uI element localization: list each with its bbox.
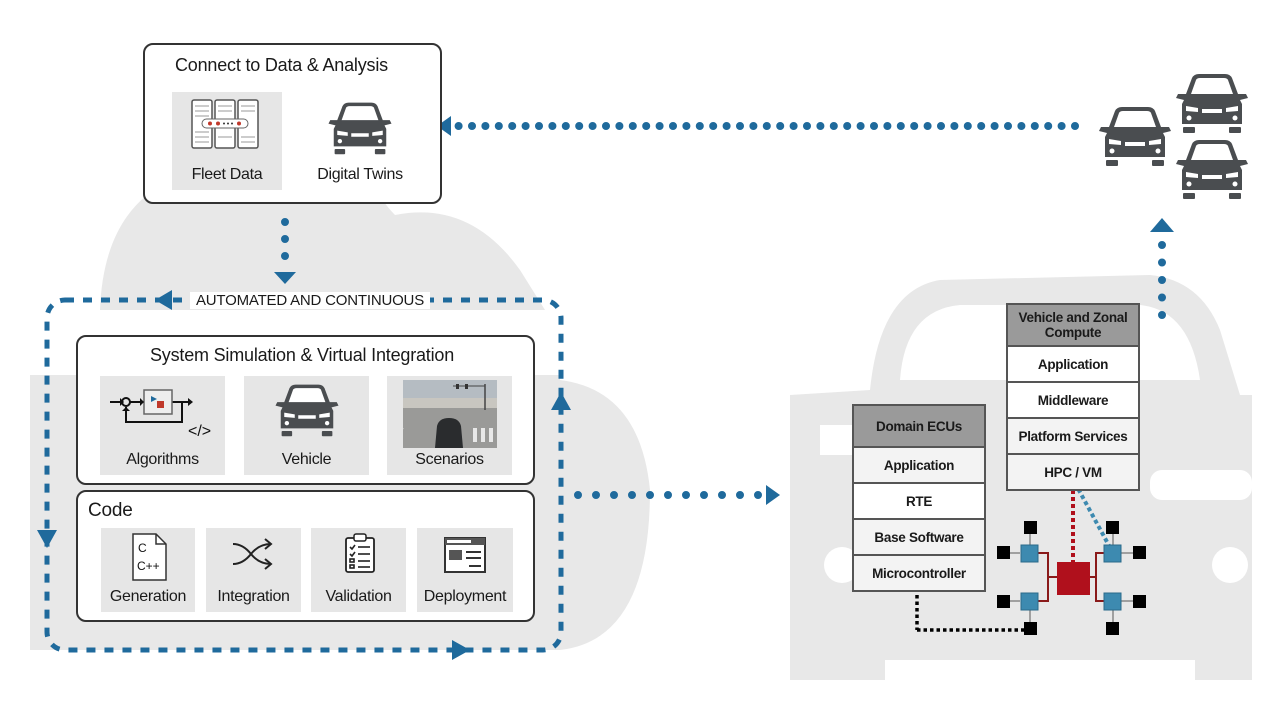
ecu-network xyxy=(915,482,1146,635)
validation-tile[interactable]: Validation xyxy=(311,528,406,612)
integration-label: Integration xyxy=(217,588,290,605)
code-panel: Code C C++ Generation Integration xyxy=(76,490,535,622)
zonal-layer-hpc-vm: HPC / VM xyxy=(1008,453,1138,489)
checklist-clipboard-icon xyxy=(345,533,375,573)
algorithms-tile[interactable]: </> Algorithms xyxy=(100,376,225,475)
digital-twins-label: Digital Twins xyxy=(317,166,403,183)
deployment-tile[interactable]: Deployment xyxy=(417,528,513,612)
vehicle-label: Vehicle xyxy=(281,451,332,468)
simulation-panel-title: System Simulation & Virtual Integration xyxy=(150,345,455,365)
fleet-car-icon-2 xyxy=(1176,74,1248,133)
automated-continuous-label: AUTOMATED AND CONTINUOUS xyxy=(190,292,430,309)
code-panel-title: Code xyxy=(88,500,133,521)
scenarios-tile[interactable]: Scenarios xyxy=(387,376,512,475)
scenarios-label: Scenarios xyxy=(415,451,484,468)
domain-layer-microcontroller: Microcontroller xyxy=(854,554,984,590)
generation-label: Generation xyxy=(109,588,187,605)
domain-layer-rte: RTE xyxy=(854,482,984,518)
central-ecu xyxy=(1057,562,1090,595)
zonal-layer-middleware: Middleware xyxy=(1008,381,1138,417)
simulation-panel: System Simulation & Virtual Integration … xyxy=(76,335,535,485)
c-cpp-file-icon: C C++ xyxy=(132,533,167,581)
svg-text:C++: C++ xyxy=(137,559,160,573)
vehicle-tile[interactable]: Vehicle xyxy=(244,376,369,475)
integration-tile[interactable]: Integration xyxy=(206,528,301,612)
fleet-data-tile[interactable]: Fleet Data xyxy=(172,92,282,190)
domain-ecus-header: Domain ECUs xyxy=(854,406,984,446)
digital-twins-tile[interactable]: Digital Twins xyxy=(300,92,420,190)
road-scene-image xyxy=(403,380,497,448)
domain-layer-application: Application xyxy=(854,446,984,482)
zonal-compute-stack: Vehicle and Zonal Compute Application Mi… xyxy=(1006,303,1140,491)
validation-label: Validation xyxy=(325,588,392,605)
window-layout-icon xyxy=(444,537,486,573)
connect-panel-title: Connect to Data & Analysis xyxy=(175,55,388,75)
deployment-label: Deployment xyxy=(423,588,507,605)
car-front-icon xyxy=(328,102,392,155)
zonal-layer-platform-services: Platform Services xyxy=(1008,417,1138,453)
generation-tile[interactable]: C C++ Generation xyxy=(101,528,195,612)
zonal-compute-header: Vehicle and Zonal Compute xyxy=(1008,305,1138,345)
fleet-data-label: Fleet Data xyxy=(191,166,263,183)
car-front-icon xyxy=(275,384,339,437)
zonal-layer-application: Application xyxy=(1008,345,1138,381)
domain-layer-base-software: Base Software xyxy=(854,518,984,554)
connector-vehicle-to-fleet xyxy=(1150,218,1174,319)
algorithms-label: Algorithms xyxy=(126,451,199,468)
shuffle-arrows-icon xyxy=(232,538,273,570)
connector-fleet-to-connect xyxy=(437,116,1079,136)
domain-ecus-stack: Domain ECUs Application RTE Base Softwar… xyxy=(852,404,986,592)
fleet-car-icon-3 xyxy=(1176,140,1248,199)
svg-text:C: C xyxy=(138,541,147,555)
connector-code-to-vehicle xyxy=(574,485,780,505)
connect-data-panel: Connect to Data & Analysis Fleet Data Di… xyxy=(143,43,442,204)
block-diagram-icon: </> xyxy=(110,389,211,440)
svg-text:</>: </> xyxy=(188,423,211,440)
server-racks-icon xyxy=(191,99,259,149)
connector-connect-to-cycle xyxy=(274,218,296,284)
fleet-car-icon-1 xyxy=(1099,107,1171,166)
